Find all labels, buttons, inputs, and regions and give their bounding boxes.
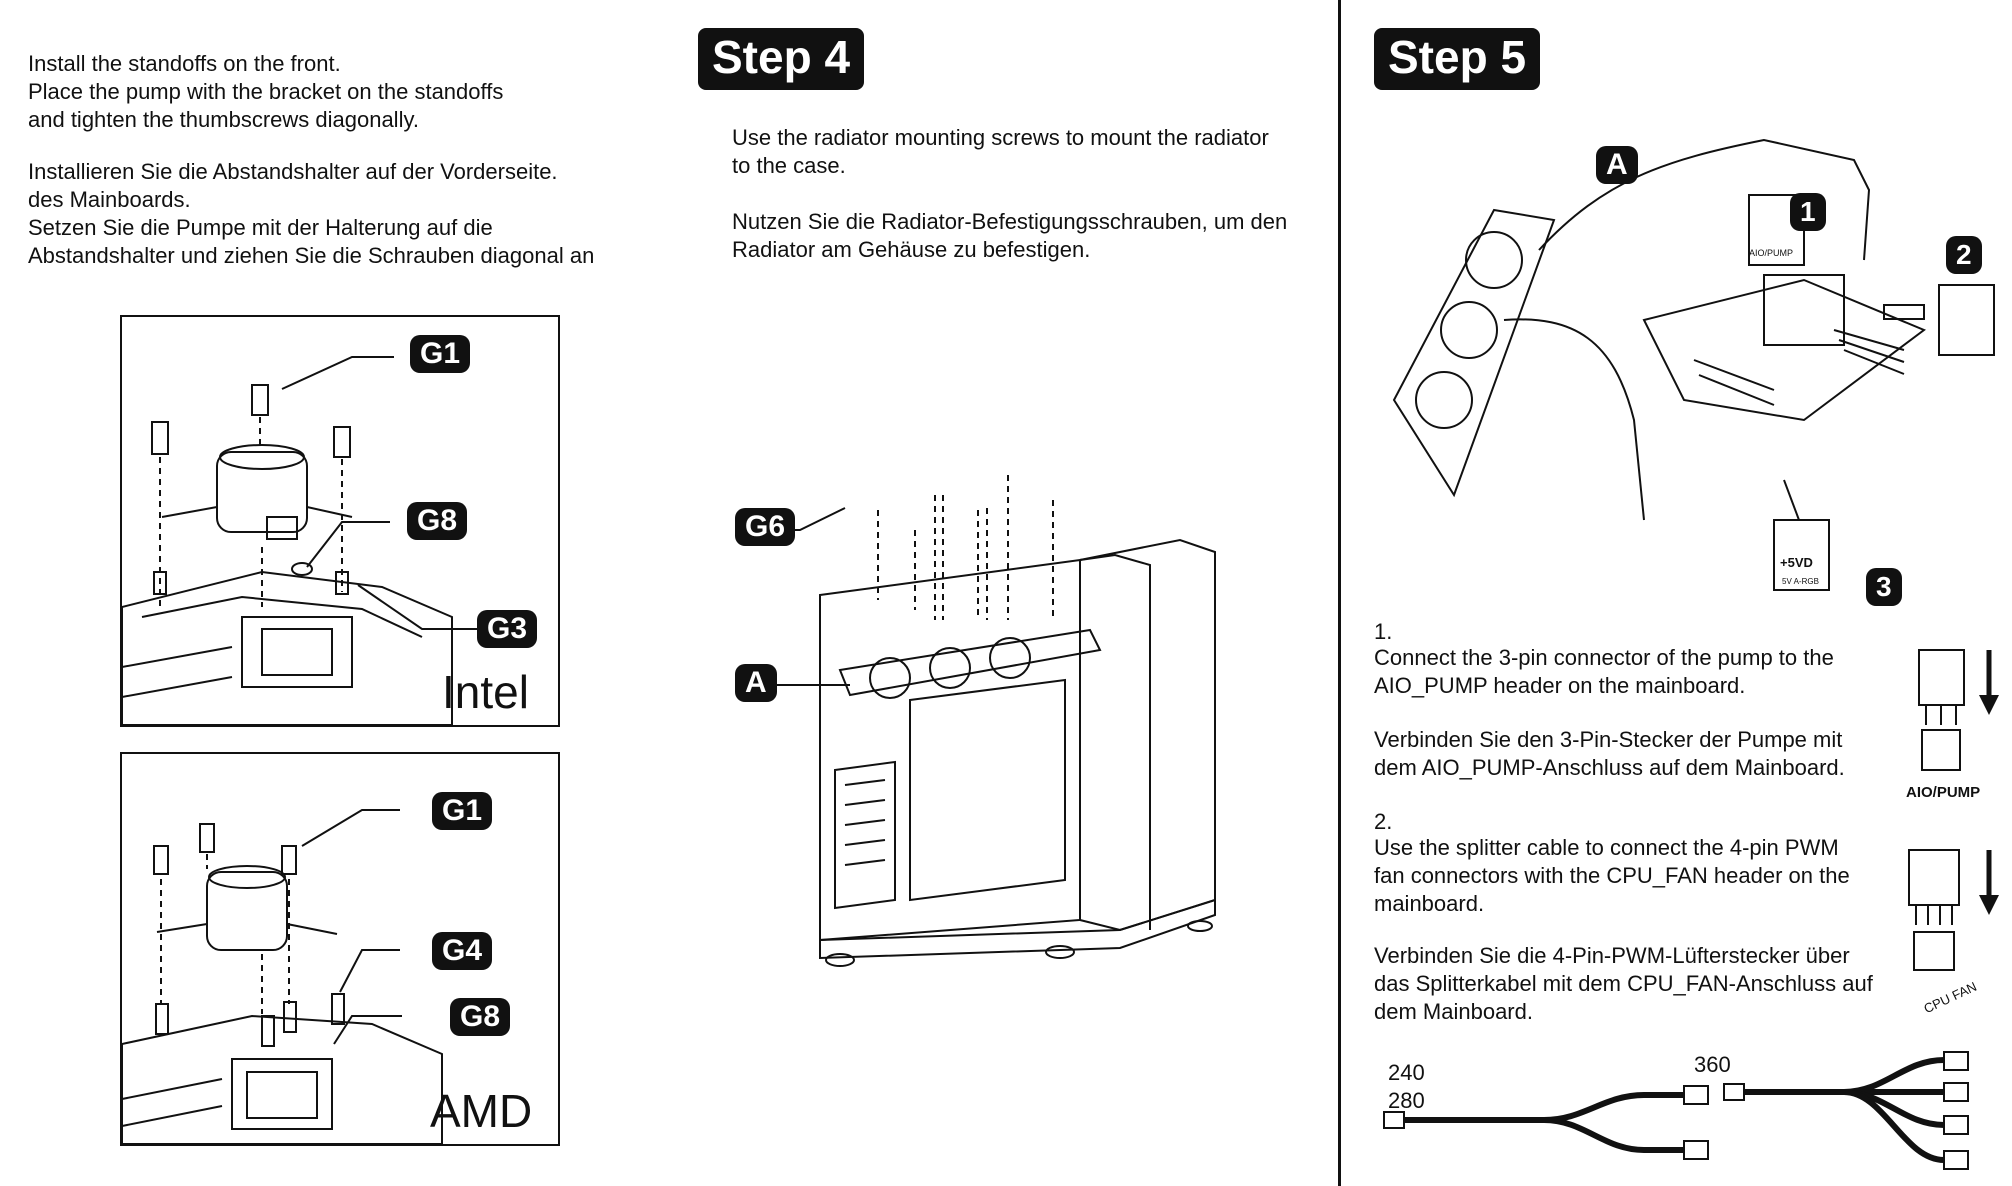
step5-column: Step 5 A 1 2 3 AIO/PUMP +5VD 5V A-RGB 1.…: [1344, 0, 2012, 1186]
aio-pump-connector-label: AIO/PUMP: [1906, 784, 1981, 801]
case-radiator-illustration: [758, 475, 1216, 967]
amd-label-g4: G4: [432, 932, 493, 970]
callout-svd-label: +5VD: [1780, 555, 1813, 570]
intel-platform-label: Intel: [442, 666, 529, 718]
step4-instructions-de: Nutzen Sie die Radiator-Befestigungsschr…: [732, 209, 1288, 262]
intel-pump-illustration: [122, 356, 480, 725]
amd-platform-label: AMD: [430, 1085, 533, 1137]
left-instructions-en: Install the standoffs on the front. Plac…: [28, 51, 504, 132]
item2-instructions-en: Use the splitter cable to connect the 4-…: [1374, 835, 1850, 916]
splitter-label-240: 240: [1388, 1060, 1425, 1085]
step5-label-a: A: [1596, 146, 1638, 184]
amd-pump-illustration: [122, 809, 443, 1144]
step5-callout-3: 3: [1866, 568, 1902, 606]
step4-title: Step 4: [698, 28, 865, 90]
step4-label-g6: G6: [735, 508, 796, 546]
left-instructions-de: Installieren Sie die Abstandshalter auf …: [28, 159, 595, 268]
callout-svd-sub-label: 5V A-RGB: [1782, 577, 1819, 586]
item1-instructions-en: Connect the 3-pin connector of the pump …: [1374, 645, 1834, 698]
intel-label-g1: G1: [410, 335, 471, 373]
step4-label-a: A: [735, 664, 777, 702]
step4-instructions-en: Use the radiator mounting screws to moun…: [732, 125, 1269, 178]
splitter-cables-illustration: [1383, 1051, 1969, 1170]
item2-number: 2.: [1374, 809, 1393, 834]
step5-callout-1: 1: [1790, 193, 1826, 231]
intel-label-g8: G8: [407, 502, 468, 540]
intel-diagram: G1 G8 G3 Intel: [120, 315, 560, 727]
amd-label-g1: G1: [432, 792, 493, 830]
amd-label-g8: G8: [450, 998, 511, 1036]
step5-callout-2: 2: [1946, 236, 1982, 274]
step4-column: Step 4 Use the radiator mounting screws …: [660, 0, 1320, 1186]
splitter-label-360: 360: [1694, 1052, 1731, 1077]
radiator-motherboard-illustration: [1392, 138, 1995, 591]
item1-number: 1.: [1374, 619, 1393, 644]
step5-title: Step 5: [1374, 28, 1541, 90]
cpu-fan-connector-icon: [1908, 849, 1999, 971]
splitter-label-280: 280: [1388, 1088, 1425, 1113]
intel-label-g3: G3: [477, 610, 538, 648]
item2-instructions-de: Verbinden Sie die 4-Pin-PWM-Lüfterstecke…: [1374, 943, 1873, 1024]
aio-pump-connector-icon: [1918, 649, 1999, 771]
amd-diagram: G1 G4 G8 AMD: [120, 752, 560, 1146]
left-column: Install the standoffs on the front. Plac…: [0, 0, 660, 1186]
callout-aio-label: AIO/PUMP: [1749, 248, 1794, 258]
item1-instructions-de: Verbinden Sie den 3-Pin-Stecker der Pump…: [1374, 727, 1845, 780]
column-divider: [1338, 0, 1341, 1186]
